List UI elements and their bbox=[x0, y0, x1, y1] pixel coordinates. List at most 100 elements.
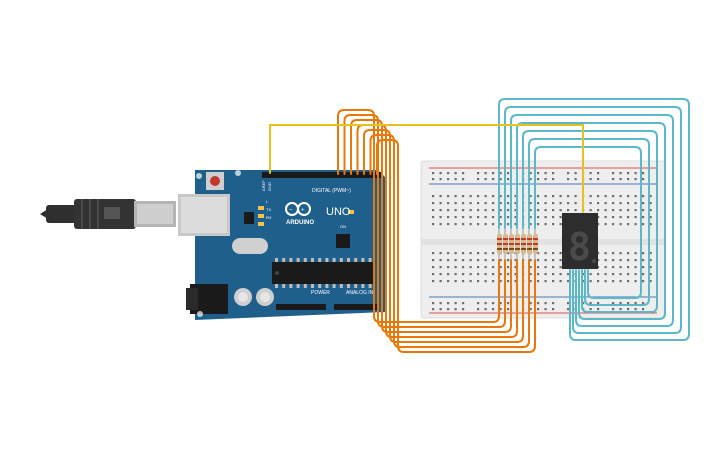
display-wire[interactable] bbox=[534, 146, 642, 299]
chip-pin bbox=[354, 284, 358, 288]
breadboard-hole bbox=[574, 178, 577, 181]
breadboard-hole bbox=[507, 266, 510, 269]
display-wires[interactable] bbox=[498, 98, 690, 341]
breadboard-hole bbox=[612, 280, 615, 283]
breadboard-hole bbox=[507, 302, 510, 305]
breadboard-hole bbox=[537, 195, 540, 198]
breadboard-hole bbox=[432, 209, 435, 212]
breadboard-hole bbox=[439, 280, 442, 283]
breadboard-hole bbox=[537, 216, 540, 219]
breadboard-hole bbox=[477, 202, 480, 205]
chip-pin bbox=[361, 284, 365, 288]
resistor-array[interactable] bbox=[497, 226, 538, 262]
breadboard-hole bbox=[439, 223, 442, 226]
breadboard-hole bbox=[477, 266, 480, 269]
chip-pin bbox=[275, 258, 278, 262]
breadboard-hole bbox=[582, 302, 585, 305]
display-wire[interactable] bbox=[522, 130, 658, 313]
breadboard-hole bbox=[492, 302, 495, 305]
breadboard-hole bbox=[597, 172, 600, 175]
breadboard-hole bbox=[492, 266, 495, 269]
usb-cable-icon[interactable] bbox=[40, 199, 176, 229]
breadboard-hole bbox=[597, 266, 600, 269]
breadboard-hole bbox=[454, 195, 457, 198]
chip-pin bbox=[325, 284, 329, 288]
resistor-band bbox=[527, 238, 532, 240]
breadboard-hole bbox=[627, 308, 630, 311]
breadboard-hole bbox=[469, 195, 472, 198]
resistor-band bbox=[509, 238, 514, 240]
breadboard-hole bbox=[439, 202, 442, 205]
breadboard-hole bbox=[627, 209, 630, 212]
breadboard-hole bbox=[619, 302, 622, 305]
breadboard-hole bbox=[492, 202, 495, 205]
breadboard-hole bbox=[484, 273, 487, 276]
breadboard-hole bbox=[469, 259, 472, 262]
breadboard-hole bbox=[447, 178, 450, 181]
breadboard-hole bbox=[499, 172, 502, 175]
breadboard-hole bbox=[432, 202, 435, 205]
chip-pin bbox=[296, 284, 300, 288]
signal-wire[interactable] bbox=[350, 119, 512, 333]
aref-label: AREF bbox=[261, 180, 266, 191]
breadboard-hole bbox=[447, 195, 450, 198]
breadboard-hole bbox=[469, 209, 472, 212]
breadboard-hole bbox=[439, 252, 442, 255]
breadboard-hole bbox=[462, 202, 465, 205]
breadboard-hole bbox=[537, 202, 540, 205]
breadboard-hole bbox=[574, 195, 577, 198]
breadboard-hole bbox=[544, 273, 547, 276]
signal-wire[interactable] bbox=[337, 109, 500, 323]
breadboard-hole bbox=[454, 202, 457, 205]
breadboard-hole bbox=[642, 308, 645, 311]
signal-wire[interactable] bbox=[369, 134, 530, 348]
breadboard-hole bbox=[499, 209, 502, 212]
breadboard-hole bbox=[612, 259, 615, 262]
breadboard-hole bbox=[447, 252, 450, 255]
breadboard-hole bbox=[612, 308, 615, 311]
breadboard-hole bbox=[462, 308, 465, 311]
breadboard-hole bbox=[432, 266, 435, 269]
ground-wire[interactable] bbox=[269, 124, 584, 213]
breadboard-hole bbox=[507, 178, 510, 181]
breadboard-hole bbox=[589, 202, 592, 205]
breadboard-hole bbox=[597, 216, 600, 219]
display-wire[interactable] bbox=[528, 138, 650, 306]
breadboard-hole bbox=[477, 252, 480, 255]
breadboard[interactable] bbox=[420, 160, 666, 319]
digital-header[interactable] bbox=[262, 172, 382, 178]
signal-wire[interactable] bbox=[363, 129, 524, 343]
display-wire[interactable] bbox=[516, 122, 666, 320]
breadboard-hole bbox=[507, 172, 510, 175]
breadboard-hole bbox=[537, 259, 540, 262]
arduino-board[interactable]: − + ARDUINO UNO DIGITAL (PWM~) ANALOG IN… bbox=[178, 170, 386, 320]
breadboard-hole bbox=[544, 172, 547, 175]
display-wire[interactable] bbox=[510, 114, 674, 327]
display-wire[interactable] bbox=[504, 106, 682, 334]
breadboard-hole bbox=[574, 209, 577, 212]
breadboard-hole bbox=[552, 252, 555, 255]
signal-wire[interactable] bbox=[376, 139, 536, 353]
seven-segment-display[interactable]: 8 bbox=[562, 213, 598, 269]
breadboard-hole bbox=[499, 302, 502, 305]
analog-header[interactable] bbox=[334, 304, 378, 310]
resistor-band bbox=[527, 248, 532, 250]
display-wire[interactable] bbox=[498, 98, 690, 341]
breadboard-hole bbox=[559, 216, 562, 219]
breadboard-hole bbox=[634, 259, 637, 262]
breadboard-hole bbox=[462, 252, 465, 255]
breadboard-hole bbox=[642, 172, 645, 175]
breadboard-hole bbox=[507, 216, 510, 219]
signal-wire[interactable] bbox=[343, 114, 506, 328]
resistor-band bbox=[503, 248, 508, 250]
breadboard-hole bbox=[432, 308, 435, 311]
breadboard-hole bbox=[544, 195, 547, 198]
breadboard-hole bbox=[432, 216, 435, 219]
breadboard-hole bbox=[612, 302, 615, 305]
chip-pin bbox=[332, 284, 336, 288]
chip-pin bbox=[289, 284, 293, 288]
power-header[interactable] bbox=[276, 304, 326, 310]
chip-pin bbox=[354, 258, 358, 262]
breadboard-hole bbox=[529, 308, 532, 311]
